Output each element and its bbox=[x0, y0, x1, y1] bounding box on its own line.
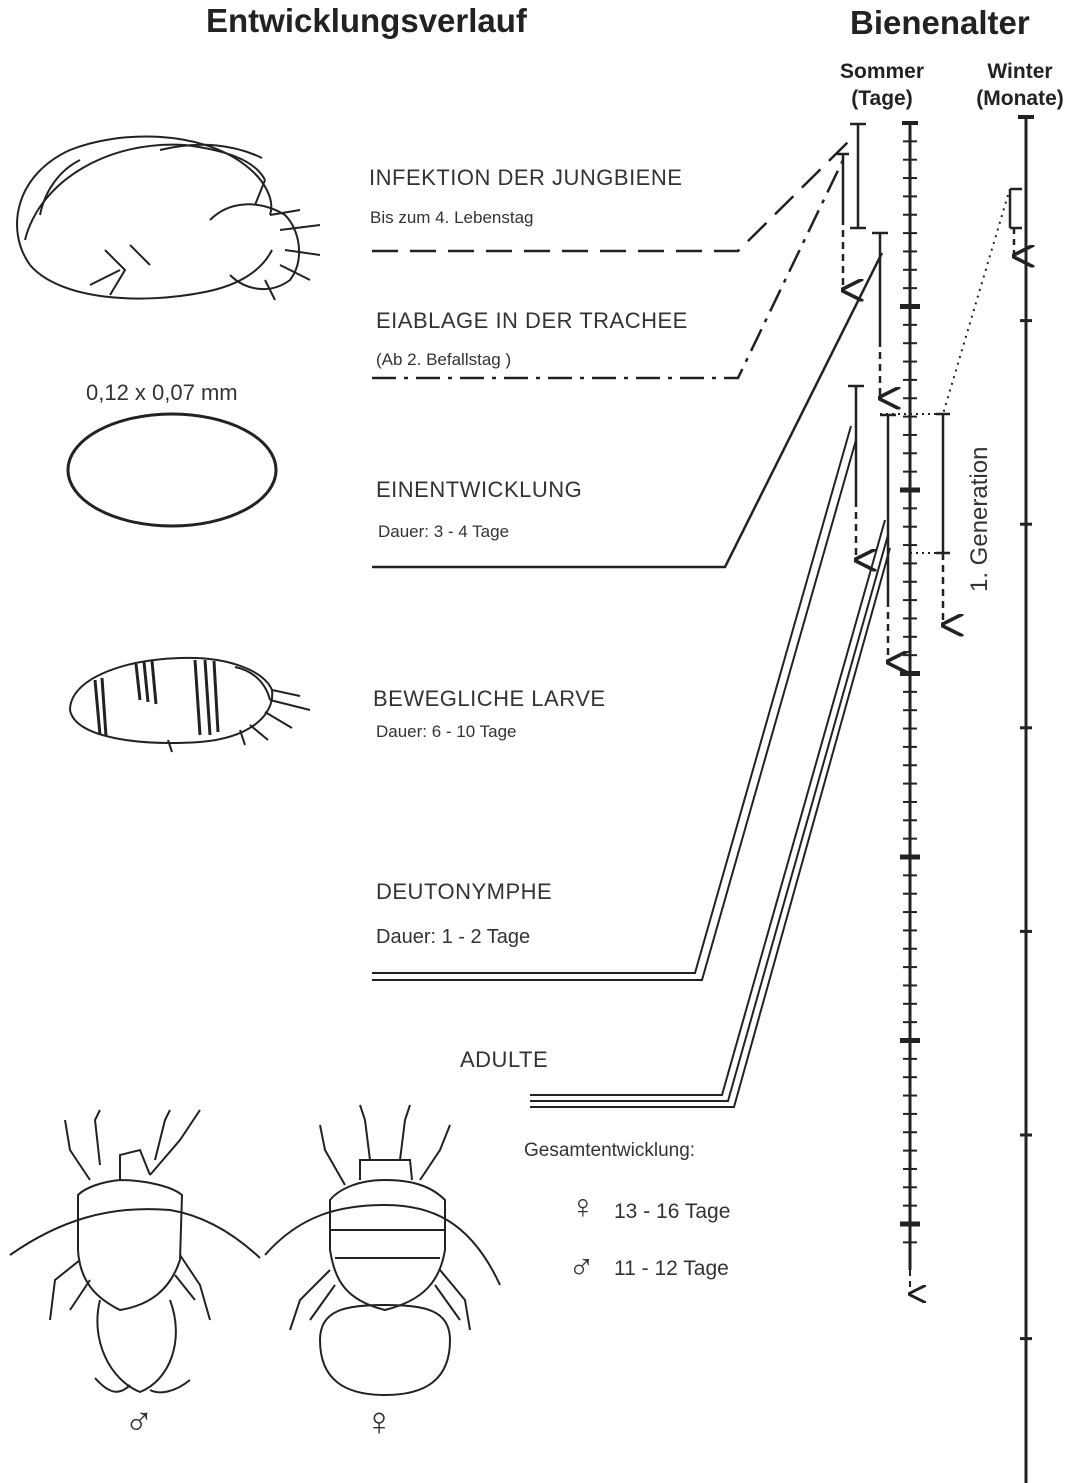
male-mite-drawing bbox=[10, 1110, 260, 1392]
connector-adult bbox=[530, 520, 890, 1107]
range-larva bbox=[848, 386, 864, 560]
connector-egg-laying bbox=[372, 160, 843, 378]
larva-stripes bbox=[95, 660, 218, 736]
connector-infection bbox=[372, 139, 851, 251]
female-mite-drawing bbox=[265, 1105, 500, 1395]
range-winter bbox=[943, 189, 1022, 414]
egg-drawing bbox=[68, 414, 276, 526]
range-egg-laying bbox=[837, 154, 849, 290]
summer-ticks bbox=[900, 141, 920, 1242]
range-generation bbox=[880, 414, 950, 625]
mite-side-view-drawing bbox=[17, 136, 320, 300]
summer-scale bbox=[902, 122, 918, 1294]
range-infection bbox=[850, 124, 866, 228]
connector-larva bbox=[372, 426, 856, 980]
connector-egg-development bbox=[372, 253, 882, 567]
larva-drawing bbox=[70, 658, 310, 752]
